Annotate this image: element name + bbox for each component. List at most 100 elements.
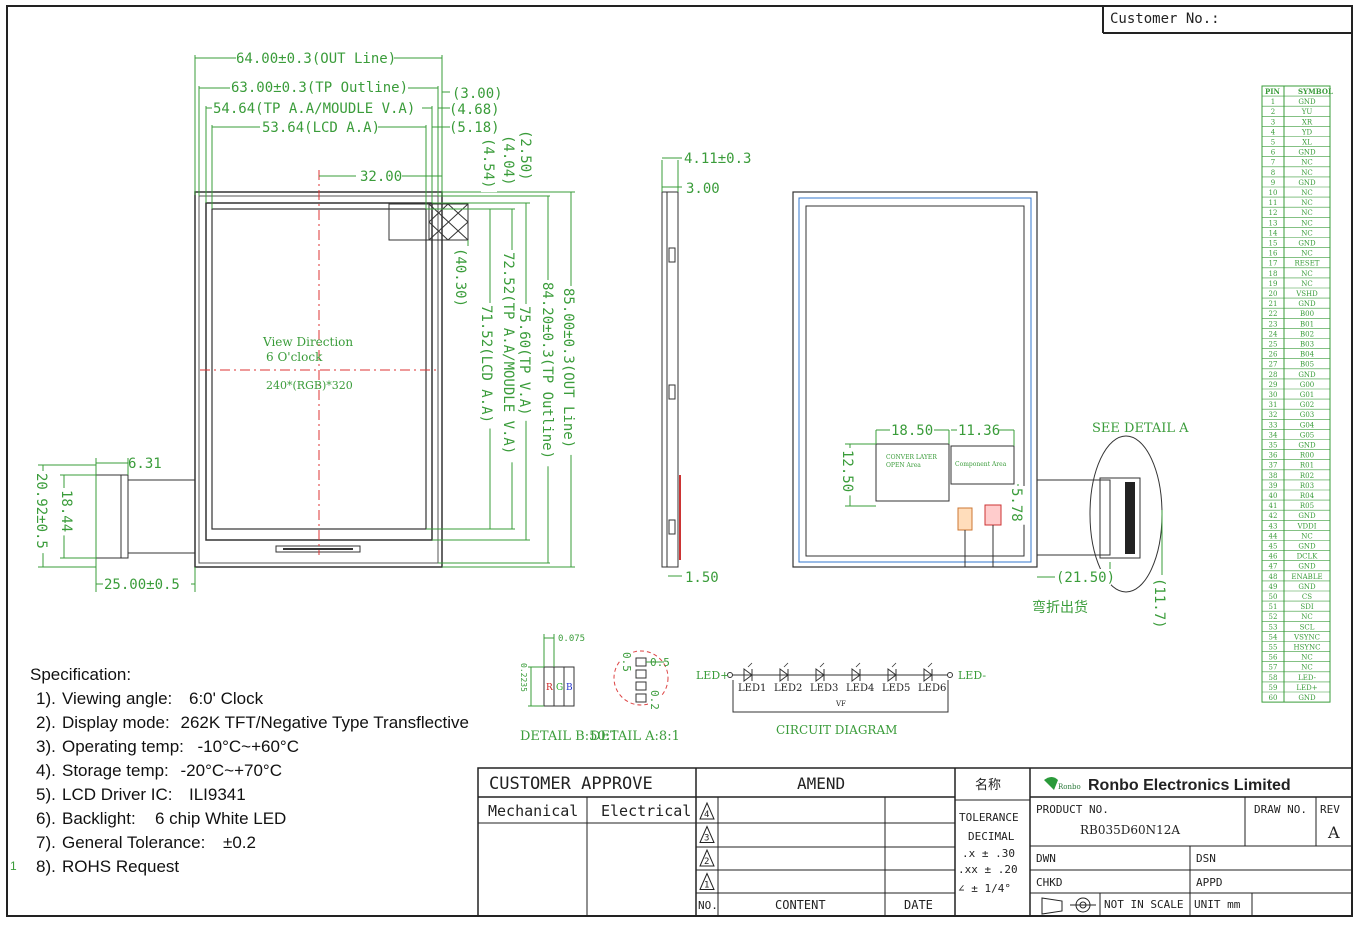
tb-not-in-scale: NOT IN SCALE: [1104, 898, 1183, 911]
dim-r468: (4.68): [449, 102, 500, 118]
tb-dsn: DSN: [1196, 852, 1216, 865]
pin-number: 8: [1271, 169, 1275, 177]
pin-number: 16: [1269, 250, 1278, 258]
spec-item-label: Operating temp:: [62, 737, 184, 756]
pin-symbol: R04: [1300, 492, 1315, 500]
pin-number: 38: [1269, 472, 1278, 480]
spec-item-label: Viewing angle:: [62, 689, 172, 708]
front-view: View Direction 6 O'clock 240*(RGB)*320: [38, 50, 575, 593]
dim-back-117: (11.7): [1151, 578, 1167, 629]
detail-a: 0.5 DETAIL A:8:1: [590, 650, 680, 744]
pin-number: 25: [1269, 341, 1278, 349]
lcd-active-area: [211, 208, 427, 530]
pin-symbol: SDI: [1300, 603, 1313, 611]
detail-b-02235: 0.2235: [519, 663, 528, 692]
pin-symbol: R02: [1300, 472, 1314, 480]
pin-symbol: NC: [1301, 189, 1312, 197]
side-view: 4.11±0.3 3.00 1.50: [661, 151, 751, 586]
pin-number: 22: [1269, 310, 1278, 318]
tb-decimal: DECIMAL: [968, 830, 1015, 843]
rotated-dimension-labels: (2.50)(4.04)(4.54)(40.30)72.52(TP A.A/MO…: [33, 128, 1168, 713]
conver-layer-label: CONVER LAYER: [886, 454, 937, 461]
specification: Specification: 1 1).Viewing angle:6:0' C…: [10, 665, 469, 876]
dim-tp-aa-w: 54.64(TP A.A/MOUDLE V.A): [213, 101, 415, 117]
pin-symbol: NC: [1301, 209, 1312, 217]
spec-item-label: Storage temp:: [62, 761, 169, 780]
pin-symbol: GND: [1298, 149, 1316, 157]
pin-number: 53: [1269, 623, 1278, 631]
detail-a-05b: 0.5: [620, 652, 633, 672]
spec-item-num: 7).: [36, 833, 56, 852]
spec-item-value: -10°C~+60°C: [198, 737, 300, 756]
spec-item-value: ILI9341: [189, 785, 246, 804]
pin-symbol: GND: [1298, 179, 1316, 187]
pin-number: 50: [1269, 593, 1278, 601]
dim-back-2150: (21.50): [1056, 570, 1115, 586]
pin-symbol: HSYNC: [1293, 644, 1320, 652]
pin-symbol: XL: [1302, 139, 1312, 147]
pin-symbol: NC: [1301, 280, 1312, 288]
pin-number: 39: [1269, 482, 1278, 490]
pin-header-pin: PIN: [1265, 87, 1281, 96]
spec-item-num: 5).: [36, 785, 56, 804]
pin-symbol: GND: [1298, 694, 1316, 702]
pin-number: 47: [1269, 563, 1278, 571]
pin-symbol: NC: [1301, 664, 1312, 672]
pin-number: 40: [1269, 492, 1278, 500]
pin-number: 43: [1269, 522, 1278, 530]
logo-text: Ronbo: [1058, 783, 1081, 791]
pin-symbol: CS: [1302, 593, 1312, 601]
dim-out-line-w: 64.00±0.3(OUT Line): [236, 51, 396, 67]
tb-electrical: Electrical: [601, 802, 691, 820]
circuit-title: CIRCUIT DIAGRAM: [776, 723, 897, 737]
spec-item-value: -20°C~+70°C: [181, 761, 283, 780]
pin-symbol: R00: [1300, 452, 1314, 460]
pin-number: 37: [1269, 462, 1278, 470]
pin-symbol: NC: [1301, 250, 1312, 258]
tb-no: NO.: [698, 899, 718, 912]
tb-name-cn: 名称: [975, 777, 1001, 793]
pin-symbol: LED-: [1298, 674, 1317, 682]
pin-number: 12: [1269, 209, 1278, 217]
pin-symbol: XR: [1302, 118, 1313, 126]
spec-item-label: General Tolerance:: [62, 833, 205, 852]
detail-a-label: DETAIL A:8:1: [590, 729, 680, 744]
tb-company: Ronbo Electronics Limited: [1088, 777, 1291, 794]
dim-tp-outline-w: 63.00±0.3(TP Outline): [231, 80, 408, 96]
dim-fpc-2500: 25.00±0.5: [104, 577, 180, 593]
tb-tol1: .x ± .30: [962, 847, 1015, 860]
pin-number: 10: [1269, 189, 1278, 197]
pin-number: 58: [1269, 674, 1278, 682]
company-logo: Ronbo: [1044, 777, 1081, 791]
pin-number: 59: [1269, 684, 1278, 692]
spec-item-label: Display mode:: [62, 713, 170, 732]
spec-title: Specification:: [30, 665, 131, 684]
pin-symbol: GND: [1298, 371, 1316, 379]
tb-content: CONTENT: [775, 898, 826, 912]
pin-symbol: NC: [1301, 270, 1312, 278]
rev-mark: 2: [704, 857, 709, 867]
pin-symbol: NC: [1301, 169, 1312, 177]
detail-r: R: [546, 683, 553, 693]
pin-symbol: NC: [1301, 654, 1312, 662]
pin-symbol: G03: [1300, 411, 1315, 419]
tb-tolerance: TOLERANCE: [959, 811, 1019, 824]
dim-back-1850: 18.50: [891, 423, 933, 439]
detail-a-02: 0.2: [648, 690, 661, 710]
pin-number: 30: [1269, 391, 1278, 399]
dim-v4030: (40.30): [452, 248, 468, 307]
hatch-area: [428, 203, 469, 241]
pin-number: 49: [1269, 583, 1278, 591]
fpc-dimensions: 6.31 25.00±0.5: [38, 456, 196, 593]
pin-symbol: NC: [1301, 613, 1312, 621]
rev-mark: 1: [704, 881, 709, 891]
pin-number: 13: [1269, 219, 1278, 227]
spec-item-num: 4).: [36, 761, 56, 780]
pin-symbol: G05: [1300, 431, 1315, 439]
pin-symbol: SCL: [1300, 623, 1315, 631]
view-oclock: 6 O'clock: [266, 350, 323, 364]
bend-note: 弯折出货: [1032, 599, 1088, 616]
dim-back-1136: 11.36: [958, 423, 1000, 439]
